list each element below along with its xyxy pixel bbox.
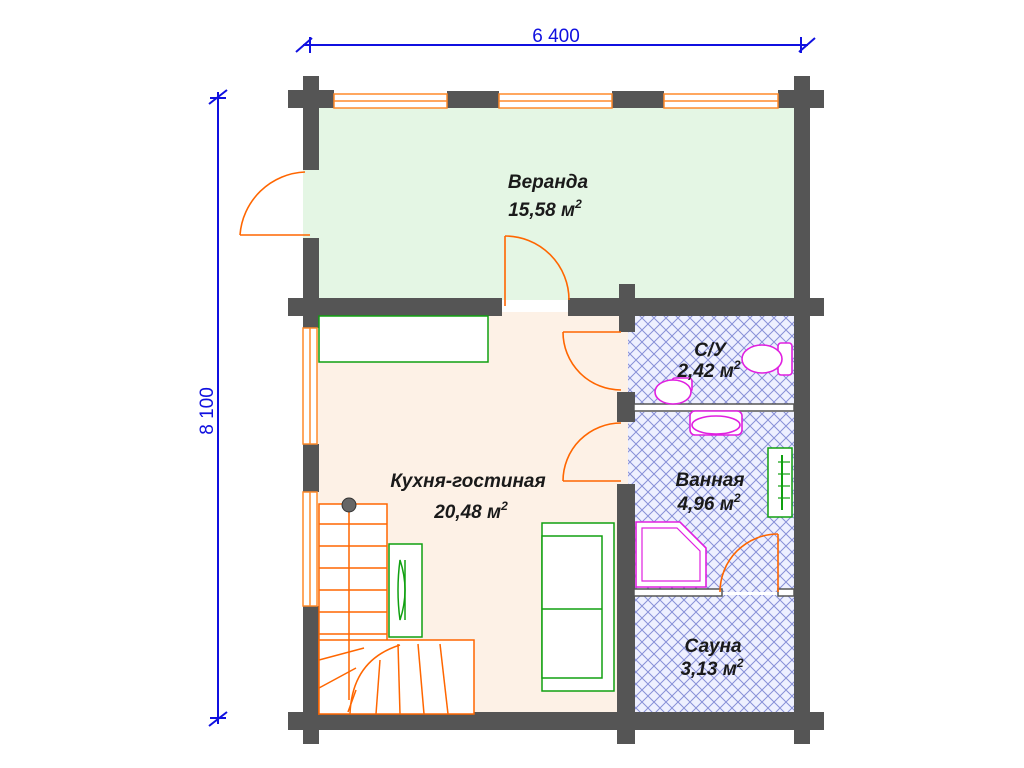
kitchen-name: Кухня-гостиная: [390, 471, 545, 492]
sauna-area: 3,13 м2: [680, 656, 743, 680]
kitchen-area: 20,48 м2: [433, 499, 508, 523]
staircase: [318, 503, 475, 716]
width-label: 6 400: [532, 26, 580, 47]
sauna-partition-right: [777, 588, 795, 597]
veranda-area: 15,58 м2: [508, 197, 582, 221]
sauna-name: Сауна: [684, 636, 742, 657]
height-dimension: [208, 89, 228, 727]
height-label: 8 100: [197, 387, 218, 435]
bathroom-area: 4,96 м2: [676, 491, 740, 515]
wc-partition: [633, 403, 795, 412]
doors: [239, 171, 779, 593]
stair-newel: [341, 497, 357, 513]
walls: [288, 76, 824, 744]
width-dimension: [295, 37, 816, 53]
sauna-floor: [634, 595, 794, 714]
wc-area: 2,42 м2: [676, 358, 740, 382]
bathroom-fixtures: [635, 447, 793, 588]
sauna-partition-left: [633, 588, 723, 597]
windows: [302, 93, 779, 607]
veranda-floor: [303, 108, 795, 300]
wc-name: С/У: [694, 340, 728, 361]
veranda-name: Веранда: [508, 172, 589, 193]
bathroom-name: Ванная: [676, 470, 745, 491]
dining-table: [388, 543, 423, 638]
sofa: [541, 522, 615, 692]
kitchen-counter: [318, 315, 489, 363]
wc-fixtures: [654, 342, 793, 436]
